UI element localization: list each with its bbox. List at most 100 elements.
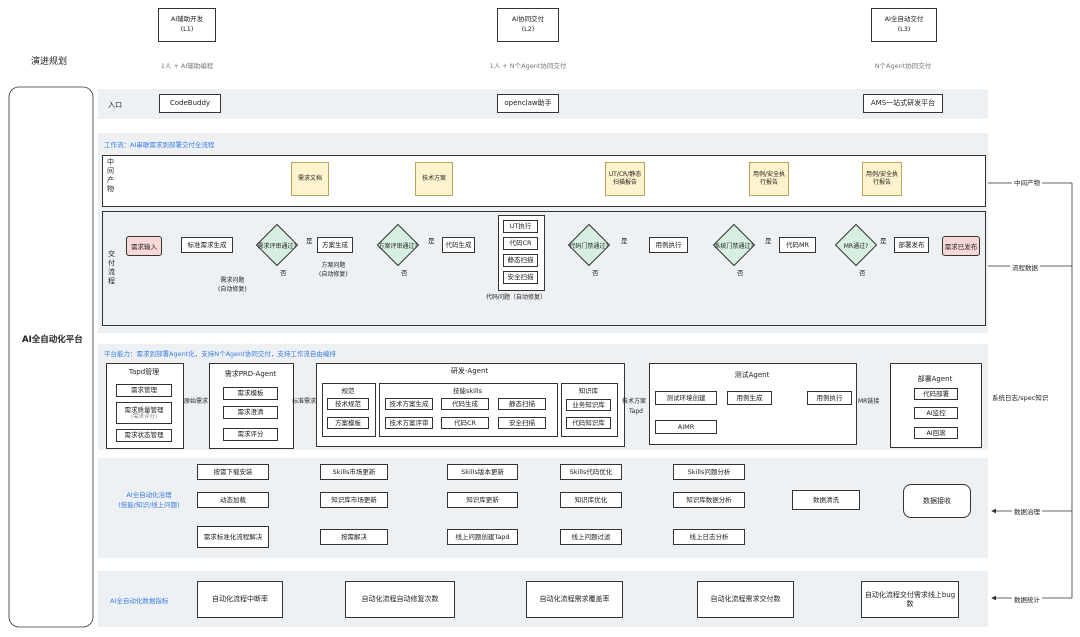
feedback-code: 代码问题（自动修复） xyxy=(486,294,547,301)
platform-label: AI全自动化平台 xyxy=(22,335,83,345)
skill-plan-review: 技术方案评审 xyxy=(385,417,433,429)
no-label-3: 否 xyxy=(592,269,599,277)
node-start: 需求输入 xyxy=(126,236,162,256)
level-l2-code: (L2) xyxy=(521,25,535,33)
prd-score: 需求评分 xyxy=(223,428,278,441)
yes-label-4: 是 xyxy=(765,237,772,245)
artifact-req-doc: 需求文档 xyxy=(291,162,329,196)
yes-label-3: 是 xyxy=(621,237,628,245)
gov-kb-optimize: 知识库优化 xyxy=(560,492,622,508)
feedback-plan: 方案问题 (自动修复) xyxy=(319,262,348,278)
roadmap-title: 演进规划 xyxy=(31,57,68,67)
no-label-1: 否 xyxy=(280,269,287,277)
gov-skills-version: Skills版本更新 xyxy=(447,464,518,480)
arrow-tapd: Tapd xyxy=(629,408,643,415)
artifact-ut-report: UT/CR/静态扫描报告 xyxy=(605,162,645,196)
skill-code-cr: 代码CR xyxy=(441,417,489,429)
capability-title: 平台能力：需求到部署Agent化，支持N个Agent协同交付，支持工作流自由编排 xyxy=(104,350,336,358)
delivery-label: 交付流程 xyxy=(108,250,115,286)
governance-title: AI全自动化治理 (技能/知识/线上问题) xyxy=(118,491,180,509)
level-l1-code: (L1) xyxy=(180,25,194,33)
node-mr: 代码MR xyxy=(779,237,816,253)
entry-ams[interactable]: AMS一站式研发平台 xyxy=(863,94,943,113)
node-sysgate-text: 系统门禁通过? xyxy=(714,242,754,250)
level-l2-desc: 1人 + N个Agent协同交付 xyxy=(489,62,567,70)
gov-resolve: 按需解决 xyxy=(320,529,388,545)
node-mrpass: MR通过? xyxy=(834,223,878,267)
workflow-title: 工作流：AI串联需求到部署交付全流程 xyxy=(104,141,215,149)
tapd-quality-sub: (需求评分) xyxy=(130,413,158,420)
level-l1-desc: 1人 + AI辅助编程 xyxy=(160,62,214,70)
gov-dynamic-load: 动态加载 xyxy=(197,492,269,508)
prd-template: 需求模板 xyxy=(223,387,278,400)
deploy-title: 部署Agent xyxy=(917,375,953,383)
test-env: 测试环境创建 xyxy=(655,391,717,405)
entry-openclaw[interactable]: openclaw助手 xyxy=(497,94,559,113)
gov-data-receive: 数据接收 xyxy=(903,484,971,518)
arrow-tech-plan: 技术方案 xyxy=(622,398,647,405)
skill-plan-gen: 技术方案生成 xyxy=(385,398,433,410)
right-label-artifacts: 中间产物 xyxy=(1012,177,1042,187)
metrics-title: AI全自动化数据指标 xyxy=(110,597,169,605)
delivery-row xyxy=(102,211,986,326)
entry-label: 入口 xyxy=(108,101,122,109)
gov-skills-analysis: Skills问题分析 xyxy=(673,464,745,480)
entry-codebuddy[interactable]: CodeBuddy xyxy=(159,94,221,113)
node-case: 用例执行 xyxy=(649,237,688,253)
kb-title: 知识库 xyxy=(578,387,599,395)
tapd-title: Tapd管理 xyxy=(128,368,160,376)
arrow-raw-req: 原始需求 xyxy=(184,398,209,405)
spec-tech: 技术规范 xyxy=(327,398,369,410)
metric-bugs: 自动化流程交付需求线上bug数 xyxy=(861,581,959,618)
level-l2-name: AI协同交付 xyxy=(511,15,545,24)
node-mrpass-text: MR通过? xyxy=(843,242,869,250)
artifact-case-report-2: 用例/安全执行报告 xyxy=(862,162,902,196)
tapd-req-mgmt: 需求管理 xyxy=(116,384,172,397)
node-gate-text: 代码门禁通过? xyxy=(569,242,609,250)
right-label-governance: 数据治理 xyxy=(1012,506,1042,516)
gov-log-analysis: 线上日志分析 xyxy=(673,529,745,545)
check-cr: 代码CR xyxy=(503,237,538,250)
check-static: 静态扫描 xyxy=(503,254,538,267)
no-label-2: 否 xyxy=(401,269,408,277)
no-label-4: 否 xyxy=(737,269,744,277)
artifacts-row xyxy=(102,155,986,207)
gov-download: 按需下载安装 xyxy=(197,464,269,480)
node-end: 需求已发布 xyxy=(942,236,980,256)
gov-std-flow: 需求标准化流程解决 xyxy=(197,526,269,548)
kb-code: 代码知识库 xyxy=(566,417,611,429)
artifact-tech-plan: 技术方案 xyxy=(415,162,453,196)
gov-create-tapd: 线上问题创建Tapd xyxy=(447,529,518,545)
test-title: 测试Agent xyxy=(734,371,770,379)
spec-plan-tpl: 方案模板 xyxy=(327,417,369,429)
metric-delivered: 自动化流程需求交付数 xyxy=(697,581,794,618)
node-plan: 方案生成 xyxy=(317,237,353,253)
level-l3-desc: N个Agent协同交付 xyxy=(874,62,932,70)
gov-issue-filter: 线上问题过滤 xyxy=(560,529,622,545)
deploy-code: 代码部署 xyxy=(914,388,958,400)
kb-business: 业务知识库 xyxy=(566,399,611,411)
gov-kb-update: 知识库更新 xyxy=(447,492,518,508)
node-sysgate: 系统门禁通过? xyxy=(707,223,761,267)
level-l1: AI辅助开发 (L1) xyxy=(158,8,216,42)
skill-code-gen: 代码生成 xyxy=(441,398,489,410)
node-deploy: 部署发布 xyxy=(894,237,929,253)
artifacts-label: 中间产物 xyxy=(107,158,114,194)
check-security: 安全扫描 xyxy=(503,271,538,284)
node-std: 标准需求生成 xyxy=(181,237,233,253)
node-review2-text: 方案评审通过? xyxy=(378,242,418,250)
artifact-case-report-1: 用例/安全执行报告 xyxy=(749,162,789,196)
arrow-mr-link: MR链接 xyxy=(858,398,880,405)
deploy-monitor: AI监控 xyxy=(914,407,958,419)
level-l3: AI全自动交付 (L3) xyxy=(871,8,937,42)
skill-security: 安全扫描 xyxy=(498,417,546,429)
gov-skills-market: Skills市场更新 xyxy=(320,464,388,480)
no-label-5: 否 xyxy=(859,269,866,277)
check-ut: UT执行 xyxy=(503,220,538,233)
right-label-flowdata: 流程数据 xyxy=(1010,262,1040,272)
level-l3-code: (L3) xyxy=(897,25,911,33)
yes-label-1: 是 xyxy=(306,237,313,245)
arrow-std-req: 标准需求 xyxy=(292,398,317,405)
yes-label-2: 是 xyxy=(428,237,435,245)
spec-title: 规范 xyxy=(341,387,355,395)
